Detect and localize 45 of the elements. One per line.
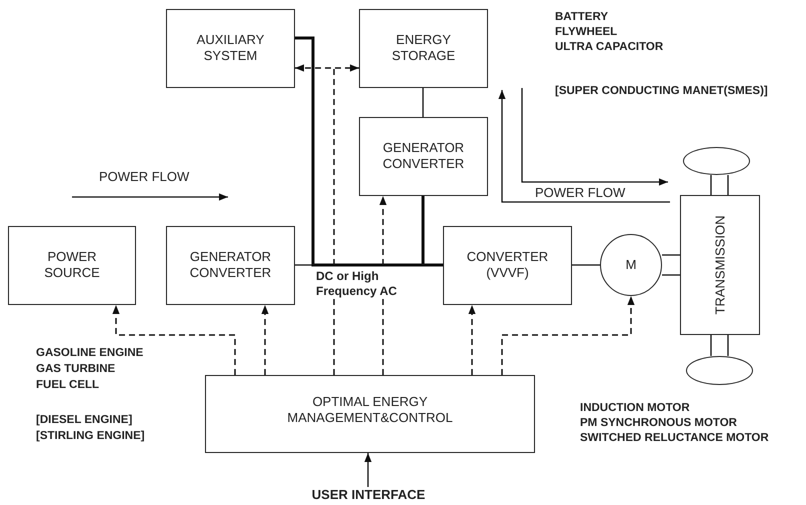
note-text: [STIRLING ENGINE] xyxy=(36,429,145,443)
note-text: FUEL CELL xyxy=(36,378,100,392)
node-label: AUXILIARY SYSTEM xyxy=(196,32,266,64)
arrow xyxy=(261,305,269,375)
process-box xyxy=(359,9,488,88)
node-label: GENERATOR CONVERTER xyxy=(382,140,466,172)
note-text: [DIESEL ENGINE] xyxy=(36,413,132,427)
arrow xyxy=(112,305,236,375)
process-box xyxy=(8,226,136,305)
node-label: OPTIMAL ENERGY MANAGEMENT&CONTROL xyxy=(286,394,454,426)
connector-line xyxy=(710,174,729,196)
node-label: POWER SOURCE xyxy=(43,249,101,281)
node-label: GENERATOR CONVERTER xyxy=(188,249,272,281)
process-box xyxy=(359,117,488,196)
arrow xyxy=(364,453,372,487)
process-box xyxy=(166,9,295,88)
connector-line xyxy=(710,334,729,357)
note-text: PM SYNCHRONOUS MOTOR xyxy=(580,416,737,430)
connector-line xyxy=(333,68,335,375)
flow-label: POWER FLOW xyxy=(535,186,626,200)
note-text: GASOLINE ENGINE xyxy=(36,346,144,360)
note-text: BATTERY xyxy=(555,10,608,24)
arrow xyxy=(295,64,359,72)
node-label: ENERGY STORAGE xyxy=(390,32,456,64)
process-box xyxy=(205,375,535,453)
connector-line xyxy=(422,196,443,266)
node-label: M xyxy=(626,257,636,273)
connector-line xyxy=(422,88,424,117)
process-box xyxy=(443,226,572,305)
flow-label: POWER FLOW xyxy=(99,170,190,184)
note-text: GAS TURBINE xyxy=(36,362,116,376)
note-text: ULTRA CAPACITOR xyxy=(555,40,664,54)
note-text: FLYWHEEL xyxy=(555,25,618,39)
process-box xyxy=(680,195,760,335)
arrow xyxy=(468,305,476,375)
connector-line xyxy=(661,254,681,276)
arrow xyxy=(501,296,635,375)
process-box xyxy=(166,226,295,305)
node-label: CONVERTER (VVVF) xyxy=(466,249,550,281)
note-text: [SUPER CONDUCTING MANET(SMES)] xyxy=(555,84,768,98)
node-label: TRANSMISSION xyxy=(712,216,728,314)
input-label: USER INTERFACE xyxy=(312,487,426,503)
note-text: INDUCTION MOTOR xyxy=(580,401,690,415)
note-text: SWITCHED RELUCTANCE MOTOR xyxy=(580,431,769,445)
connector-line xyxy=(572,264,600,266)
